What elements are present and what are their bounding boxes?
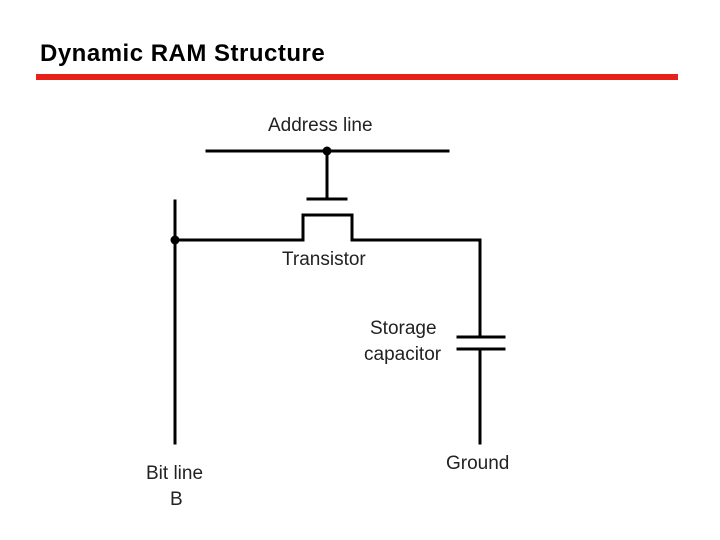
storage-capacitor-label-line1: Storage — [370, 318, 437, 339]
storage-capacitor-label-line2: capacitor — [364, 344, 442, 365]
transistor-label: Transistor — [282, 249, 366, 270]
slide-title: Dynamic RAM Structure — [40, 40, 326, 67]
bit-line-junction-dot — [170, 235, 180, 245]
title-underline — [36, 74, 678, 80]
bit-line-symbol-label: B — [170, 489, 183, 510]
bit-line-label: Bit line — [146, 463, 204, 484]
ground-label: Ground — [446, 453, 510, 474]
address-junction-dot — [322, 146, 332, 156]
address-line-label: Address line — [268, 115, 373, 136]
